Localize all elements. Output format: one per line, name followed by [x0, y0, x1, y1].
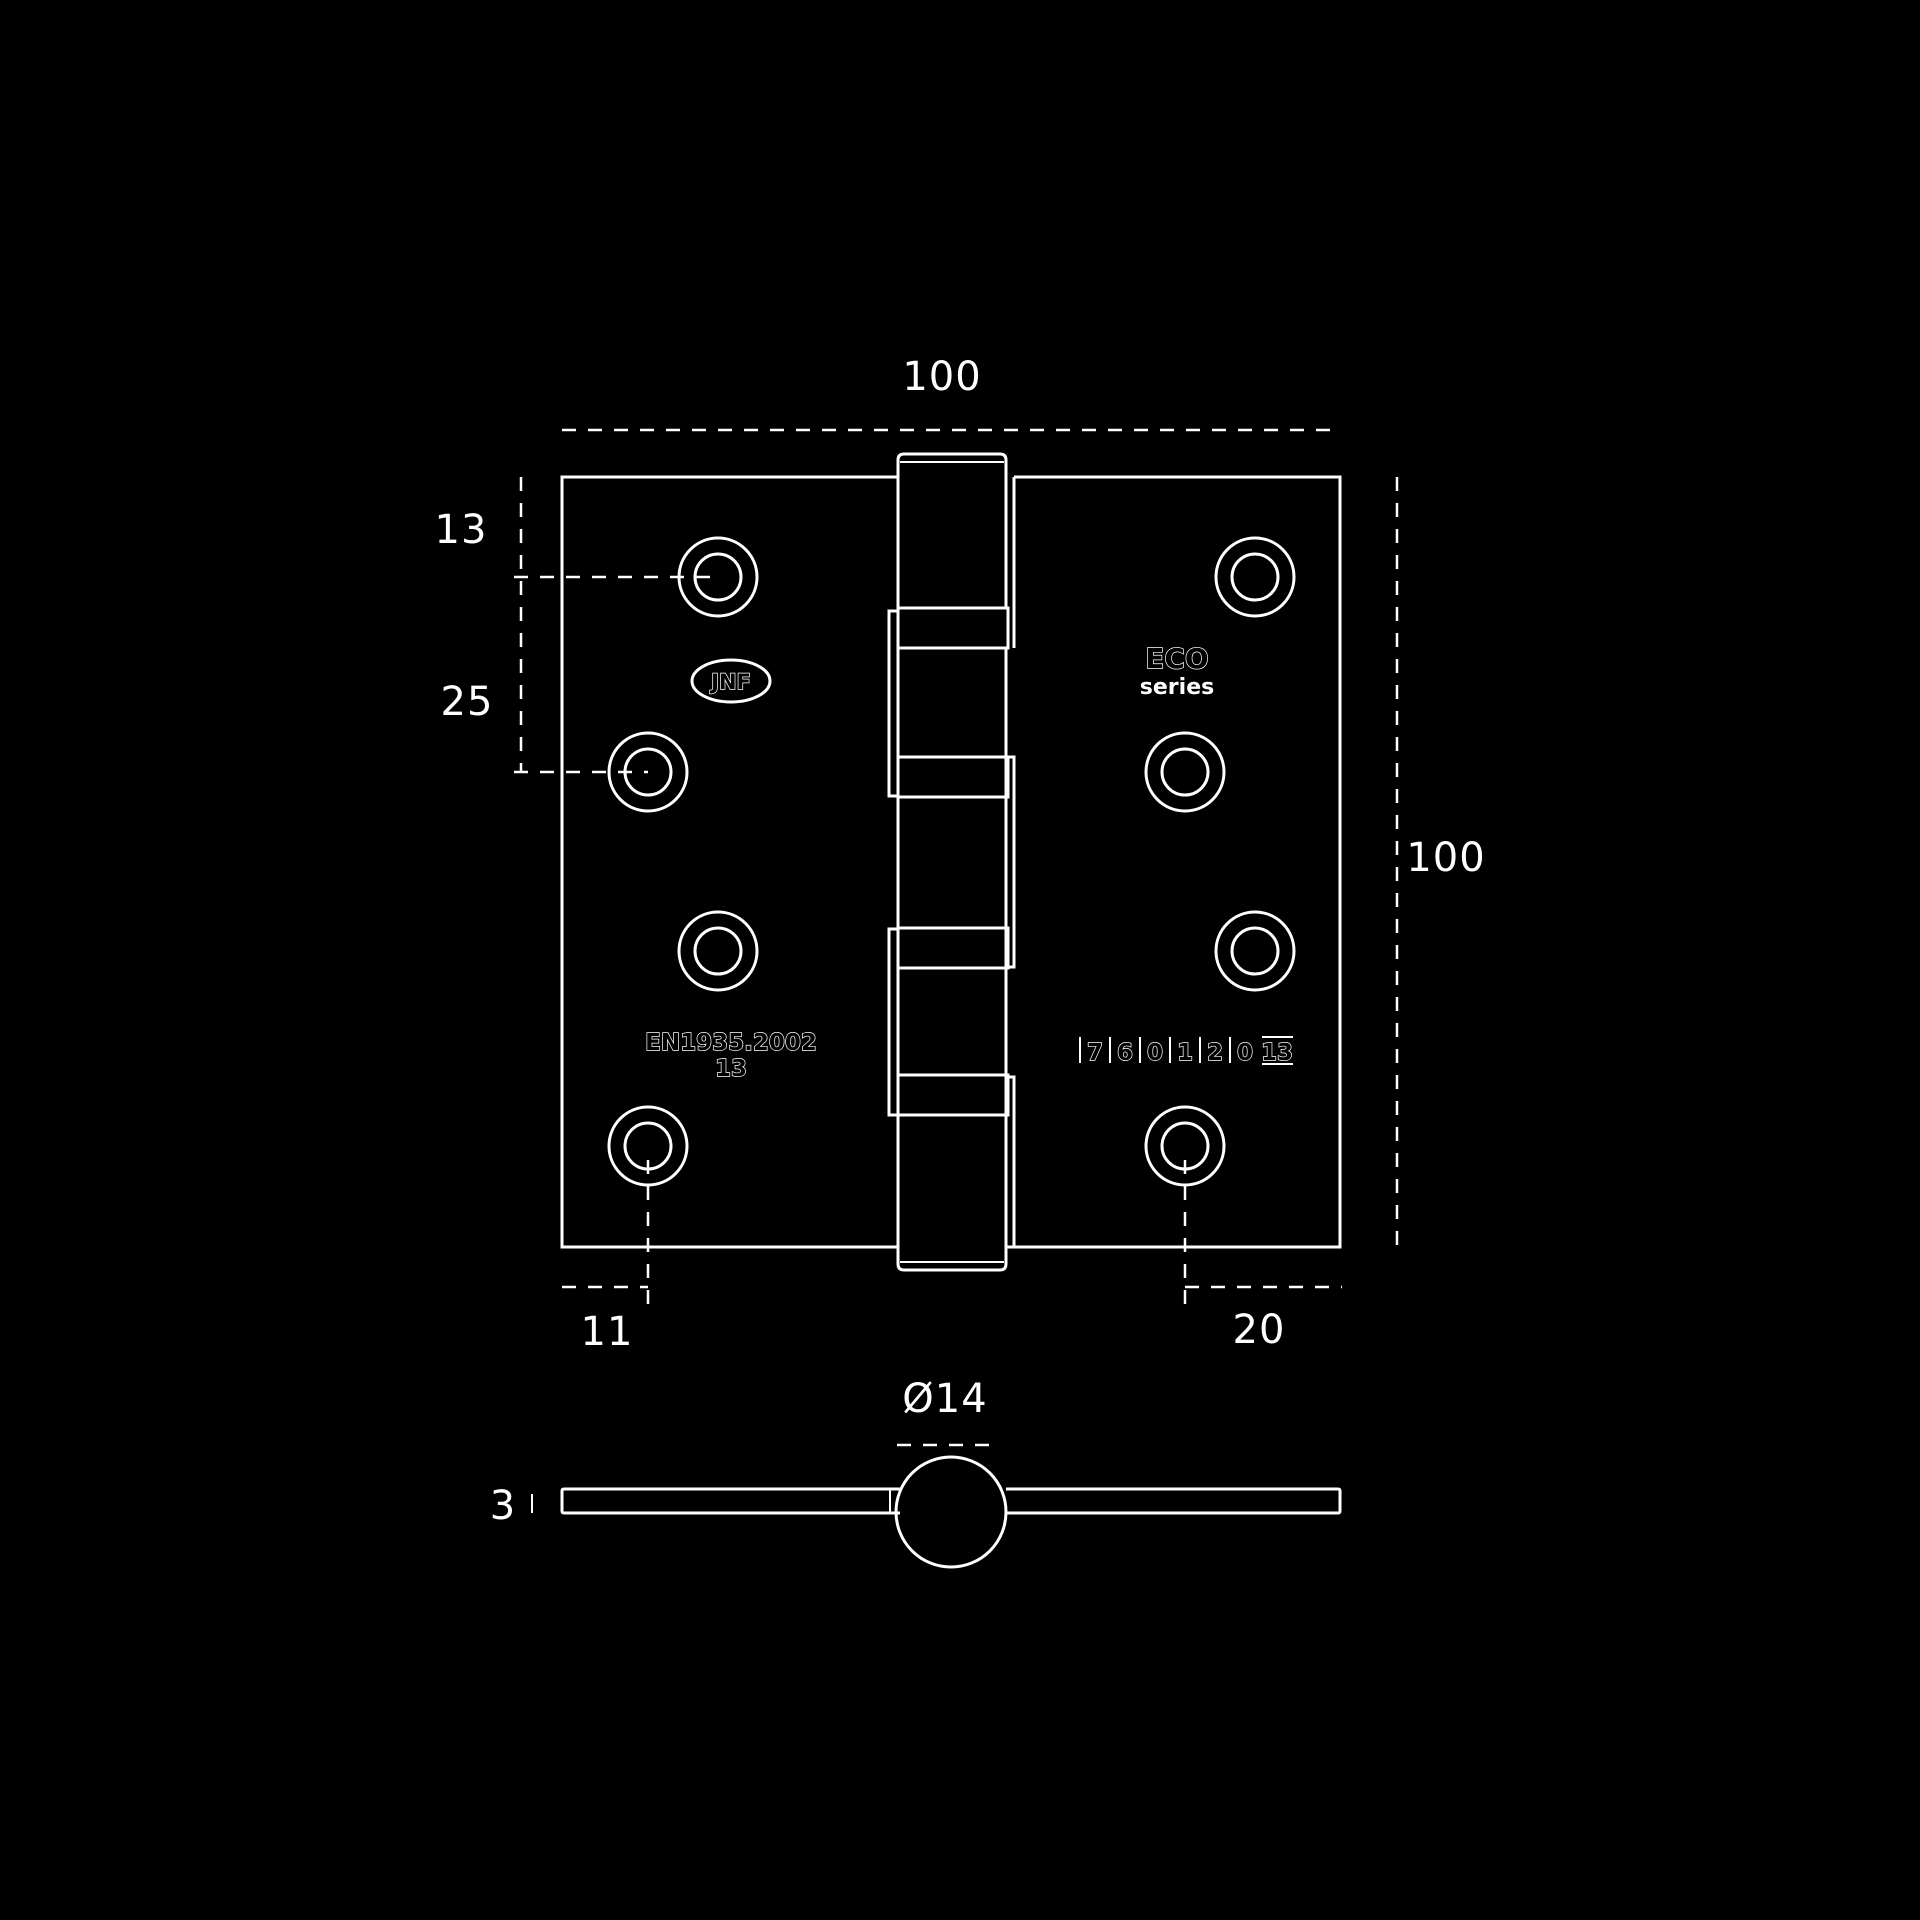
knuckle-diameter-label: Ø14: [902, 1376, 987, 1422]
top-hole-offset-label: 13: [435, 507, 488, 553]
classification-digit: 6: [1117, 1040, 1133, 1066]
leaf-thickness-label: 3: [490, 1483, 516, 1529]
screw-hole-left-1: [677, 536, 759, 618]
left-hole-edge-label: 11: [581, 1309, 634, 1355]
width-dimension-label: 100: [902, 354, 981, 400]
standard-marking: EN1935.2002: [645, 1030, 817, 1056]
screw-hole-right-1: [1214, 536, 1296, 618]
jnf-logo: JNF: [690, 658, 772, 704]
standard-marking-class: 13: [715, 1056, 747, 1082]
classification-digit: 7: [1087, 1040, 1103, 1066]
svg-text:series: series: [1140, 675, 1214, 700]
svg-text:JNF: JNF: [709, 670, 751, 694]
height-dimension-label: 100: [1406, 835, 1485, 881]
classification-digit: 2: [1207, 1040, 1223, 1066]
classification-category: 13: [1261, 1040, 1293, 1066]
screw-hole-right-2: [1144, 731, 1226, 813]
screw-hole-left-3: [677, 910, 759, 992]
screw-hole-right-3: [1214, 910, 1296, 992]
hole-spacing-label: 25: [441, 679, 494, 725]
svg-text:ECO: ECO: [1145, 642, 1208, 675]
hinge-barrel: [887, 452, 1016, 1272]
right-hole-edge-label: 20: [1233, 1307, 1286, 1353]
classification-digit: 0: [1147, 1040, 1163, 1066]
classification-digit: 1: [1177, 1040, 1193, 1066]
hinge-side-view: [560, 1455, 1342, 1569]
eco-series-logo: ECO series: [1140, 641, 1214, 700]
left-leaf-outline: [560, 475, 898, 1249]
classification-digit: 0: [1237, 1040, 1253, 1066]
